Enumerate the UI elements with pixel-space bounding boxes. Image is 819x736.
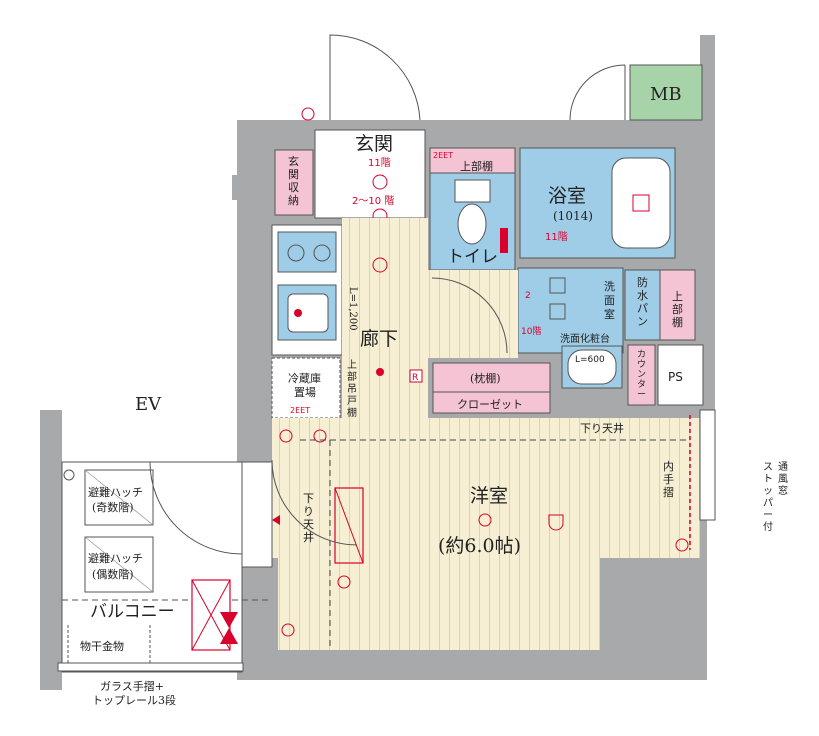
floor-2-label: 2 — [525, 291, 531, 301]
r-mark-box — [409, 369, 423, 383]
ps-shaft — [657, 344, 704, 406]
r-mark-label: R — [412, 373, 418, 383]
l600-label: L=600 — [575, 355, 605, 365]
western-room-label: 洋室 — [470, 485, 508, 507]
l1200-label: L=1,200 — [347, 287, 358, 331]
ev-area — [62, 238, 237, 440]
toilet-upper-shelf-label: 上部棚 — [460, 159, 493, 173]
upper-shelf — [429, 147, 516, 174]
light-icon — [372, 174, 388, 190]
entrance-door-swing — [329, 34, 421, 121]
info-icon — [301, 107, 315, 121]
info-icon — [313, 429, 327, 443]
faucet-icon — [294, 309, 302, 317]
aircon-outlet-icon — [548, 514, 564, 531]
drying-rack-label: 物干金物 — [80, 639, 124, 653]
genkan-storage — [274, 149, 314, 216]
escape-hatch-even-label-2: (偶数階) — [92, 567, 134, 581]
outlet-icon — [279, 429, 293, 443]
floor-10-b-label: 10階 — [521, 326, 541, 337]
bathtub — [611, 157, 671, 249]
fridge-label-2: 置場 — [294, 386, 316, 399]
vanity-label: 洗面化粧台 — [560, 332, 610, 345]
bathroom-size-label: (1014) — [553, 209, 593, 223]
bathroom-label: 浴室 — [548, 185, 586, 207]
glass-handrail-label-2: トップレール3段 — [92, 693, 176, 707]
outdoor-unit-icon — [220, 612, 238, 628]
makuradana-label: (枕棚) — [470, 371, 501, 385]
counter — [627, 344, 656, 406]
genkan-room — [314, 129, 426, 219]
fridge-label-1: 冷蔵庫 — [288, 371, 321, 385]
burner-icon — [313, 244, 331, 262]
outlet-2eet-label: 2EET — [290, 406, 310, 415]
balcony-sliding-door — [241, 461, 273, 568]
mb-label: MB — [650, 84, 682, 105]
ventilation-window-label: 通 風 窓 — [778, 461, 791, 497]
balcony-door-swing — [149, 461, 243, 555]
floor-11-b-label: 11階 — [545, 231, 568, 243]
floor-2-10-label: 2〜10 階 — [352, 195, 394, 207]
western-room-lower — [278, 558, 600, 650]
toilet-tank — [454, 179, 491, 203]
washroom-upper-shelf — [659, 269, 696, 341]
washroom-upper-shelf-label: 上 部 棚 — [672, 290, 687, 329]
escape-hatch-odd-label-1: 避難ハッチ — [88, 485, 143, 499]
aircon-unit — [334, 487, 364, 564]
counter-label: カ ウ ン タ ー — [637, 349, 649, 400]
toilet-accessory — [500, 228, 508, 253]
burner-icon — [287, 244, 305, 262]
upper-hanging-label: 上 部 吊 戸 棚 — [347, 359, 360, 419]
ceiling-light-icon — [478, 513, 492, 527]
lowered-ceiling-top-label: 下り天井 — [580, 421, 624, 435]
escape-hatch-even-label-1: 避難ハッチ — [88, 551, 143, 565]
toilet-bowl — [457, 203, 487, 245]
mb-door-swing — [569, 64, 626, 121]
corridor-label: 廊下 — [360, 328, 398, 350]
glass-handrail-label-1: ガラス手摺+ — [100, 679, 164, 693]
toilet-2eet-label: 2EET — [433, 151, 453, 160]
gas-stove — [277, 231, 337, 273]
ceiling-light-icon — [376, 368, 384, 376]
room-door-swing — [271, 459, 358, 546]
hall-extension — [428, 270, 518, 358]
ps-label: PS — [668, 370, 683, 384]
light-icon — [372, 257, 388, 273]
lowered-ceiling-left-label: 下 り 天 井 — [303, 492, 318, 544]
glass-handrail — [57, 662, 244, 672]
tv-outlet-icon — [272, 515, 280, 525]
floor-11-label: 11階 — [368, 157, 391, 169]
drain-icon — [632, 194, 650, 212]
escape-hatch-odd-label-2: (奇数階) — [92, 500, 134, 514]
ventilation-window — [699, 409, 716, 521]
toilet-label: トイレ — [447, 247, 498, 267]
closet-label: クローゼット — [457, 398, 523, 411]
washroom-label: 洗 面 室 — [604, 280, 619, 321]
washroom-door-swing — [431, 277, 508, 354]
western-room-size-label: (約6.0帖) — [438, 535, 521, 557]
genkan-label: 玄関 — [355, 133, 393, 155]
waterproof-pan-label: 防 水 パ ン — [637, 275, 652, 328]
mb-room — [629, 64, 703, 121]
closet — [432, 362, 551, 414]
drain-icon — [63, 469, 75, 481]
genkan-storage-label: 玄 関 収 納 — [288, 154, 303, 207]
balcony-label: バルコニー — [90, 602, 175, 622]
stopper-label: ス ト ッ パ ー 付 — [763, 462, 776, 533]
corridor — [342, 218, 428, 418]
ev-label: EV — [135, 394, 162, 415]
inner-handrail-label: 内 手 摺 — [663, 459, 678, 499]
outlet-icon — [281, 623, 295, 637]
outlet-icon — [337, 575, 351, 589]
outlet-icon — [675, 538, 689, 552]
